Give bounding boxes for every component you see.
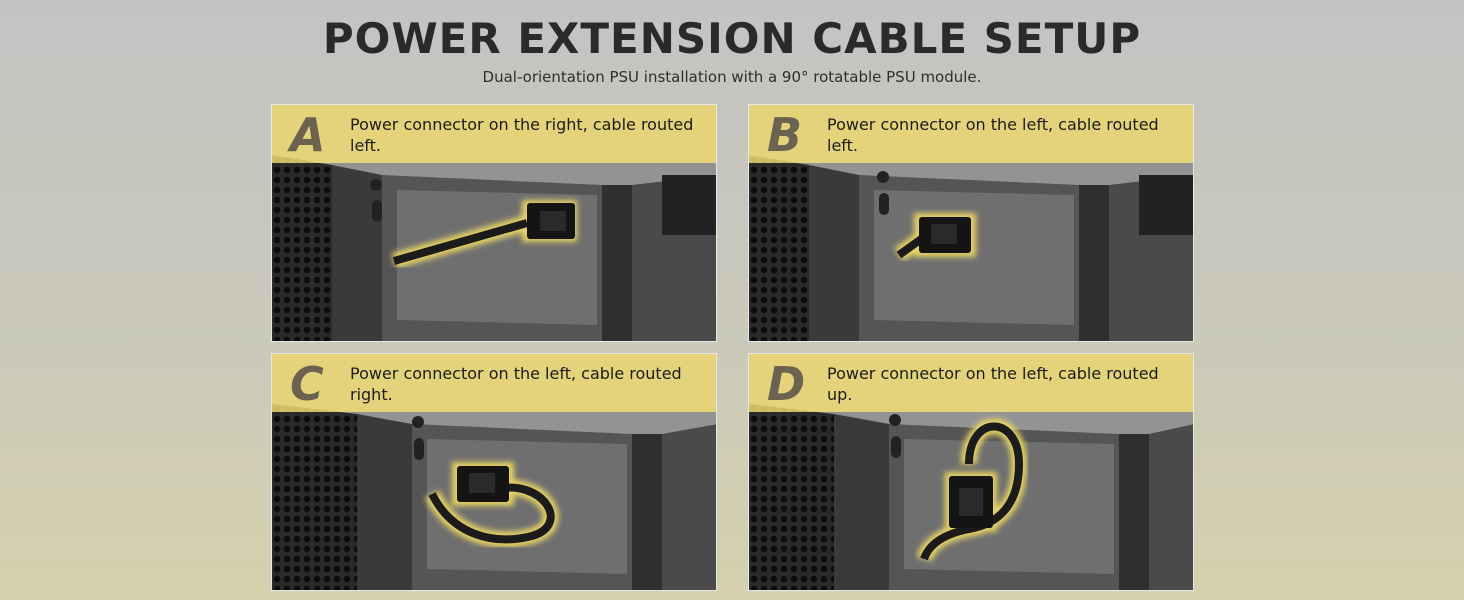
psu-illustration-d: [749, 354, 1193, 590]
caption-banner-b: [749, 105, 1193, 163]
caption-banner-c: [272, 354, 716, 412]
panel-letter-c: C: [290, 357, 324, 411]
panel-letter-d: D: [767, 357, 806, 411]
panel-d: D Power connector on the left, cable rou…: [748, 353, 1194, 591]
panel-letter-b: B: [767, 108, 803, 162]
page-title: POWER EXTENSION CABLE SETUP: [322, 14, 1142, 63]
page-subtitle: Dual-orientation PSU installation with a…: [482, 68, 982, 86]
panel-a: A Power connector on the right, cable ro…: [271, 104, 717, 342]
panel-letter-a: A: [290, 108, 326, 162]
panel-c: C Power connector on the left, cable rou…: [271, 353, 717, 591]
caption-banner-a: [272, 105, 716, 163]
panel-caption-c: Power connector on the left, cable route…: [350, 364, 682, 404]
psu-illustration-b: [749, 105, 1193, 341]
psu-illustration-c: [272, 354, 716, 590]
panel-b: B Power connector on the left, cable rou…: [748, 104, 1194, 342]
panel-caption-a: Power connector on the right, cable rout…: [350, 115, 694, 155]
panel-caption-b: Power connector on the left, cable route…: [827, 115, 1159, 155]
panel-caption-d: Power connector on the left, cable route…: [827, 364, 1159, 404]
caption-banner-d: [749, 354, 1193, 412]
